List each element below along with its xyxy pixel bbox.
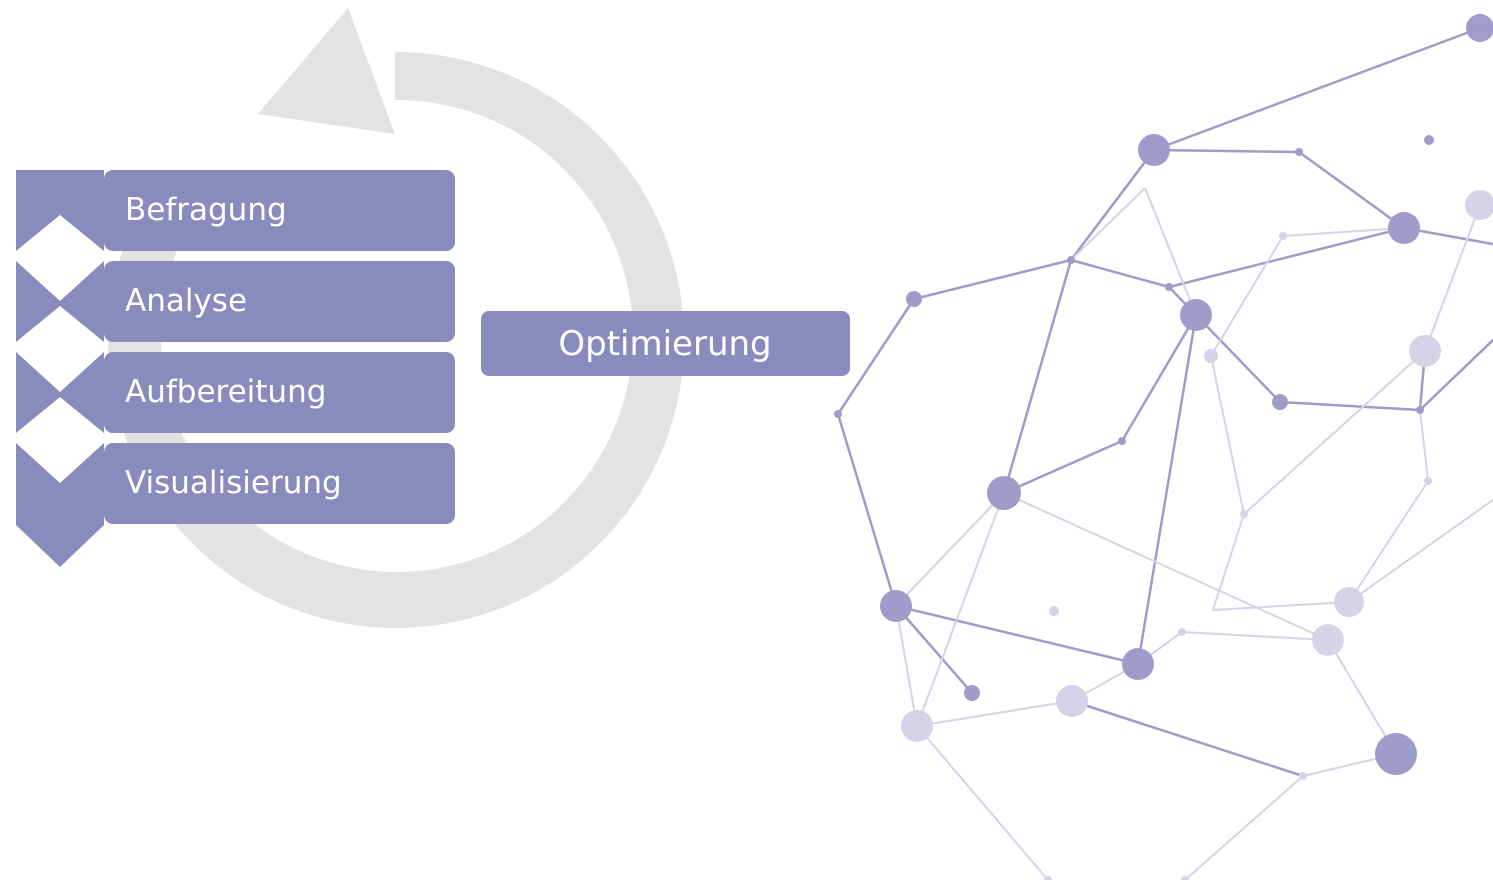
network-edge — [1419, 339, 1493, 411]
step-chevron-icon — [16, 170, 104, 251]
network-node — [1424, 135, 1434, 145]
network-edge — [895, 492, 1005, 607]
network-node — [834, 410, 842, 418]
step-label: Befragung — [125, 192, 287, 228]
network-edge — [1153, 26, 1481, 152]
network-node — [1044, 876, 1052, 880]
network-node — [1138, 134, 1170, 166]
step-box — [104, 261, 455, 342]
network-edge — [1168, 226, 1405, 289]
network-edge — [1282, 227, 1405, 237]
network-edge — [1070, 149, 1155, 261]
network-node — [1375, 733, 1417, 775]
network-node — [1272, 394, 1288, 410]
network-node — [901, 710, 933, 742]
step-chevron-icon — [16, 443, 104, 567]
network-node — [1180, 299, 1212, 331]
network-node — [1465, 190, 1493, 220]
network-edge — [1003, 492, 1329, 641]
network-edge — [1210, 235, 1284, 357]
optimierung-label: Optimierung — [558, 324, 771, 364]
optimierung-box: Optimierung — [481, 311, 850, 376]
network-edge — [1298, 150, 1405, 230]
network-edge — [1153, 148, 1300, 154]
network-edge — [916, 492, 1005, 727]
step-analyse: Analyse — [16, 261, 455, 342]
network-edge — [1144, 187, 1197, 316]
network-node — [1299, 772, 1307, 780]
step-visualisierung: Visualisierung — [16, 443, 455, 567]
network-node — [987, 476, 1021, 510]
network-edge — [1195, 314, 1281, 403]
network-node — [1279, 232, 1287, 240]
network-edge — [916, 700, 1073, 727]
network-edge — [913, 258, 1072, 301]
network-edge — [1348, 480, 1429, 603]
network-node — [1240, 510, 1248, 518]
network-node — [880, 590, 912, 622]
network-edge — [1348, 499, 1493, 603]
network-edge — [1136, 314, 1198, 665]
network-node — [1118, 437, 1126, 445]
network-node — [1049, 606, 1059, 616]
network-edge — [1184, 775, 1304, 880]
network-node — [1056, 685, 1088, 717]
step-chevron-icon — [16, 352, 104, 433]
network-nodes — [834, 14, 1493, 880]
step-label: Visualisierung — [125, 465, 342, 501]
network-edge — [1327, 639, 1397, 755]
network-node — [1388, 212, 1420, 244]
network-edge — [1070, 258, 1170, 289]
step-box — [104, 443, 455, 524]
network-edge — [1212, 601, 1350, 611]
network-edge — [1071, 699, 1304, 778]
network-edge — [836, 413, 898, 607]
network-edge — [895, 605, 973, 694]
network-edge — [1419, 409, 1429, 482]
network-edge — [895, 604, 1139, 666]
step-label: Analyse — [125, 283, 247, 319]
network-node — [1416, 406, 1424, 414]
optimierung-rect — [481, 311, 850, 376]
network-node — [1067, 256, 1075, 264]
network-node — [1466, 14, 1493, 42]
network-edge — [895, 605, 918, 727]
network-edge — [916, 725, 1049, 880]
network-edge — [1243, 350, 1426, 515]
network-edge — [1002, 259, 1073, 494]
network-node — [1181, 876, 1189, 880]
network-edge — [1181, 631, 1329, 641]
network-node — [1424, 477, 1432, 485]
network-edge — [1424, 204, 1481, 352]
network-node — [1165, 283, 1173, 291]
network-node — [1122, 648, 1154, 680]
network-node — [1312, 624, 1344, 656]
network-edge — [1210, 355, 1245, 515]
network-node — [1178, 628, 1186, 636]
step-label: Aufbereitung — [125, 374, 326, 410]
network-edge — [1212, 513, 1245, 611]
step-befragung: Befragung — [16, 170, 455, 251]
step-box — [104, 170, 455, 251]
network-edge — [836, 298, 916, 415]
network-edge — [1070, 187, 1146, 261]
network-edge — [1279, 400, 1421, 412]
cycle-arrowhead-icon — [258, 8, 395, 134]
network-edge — [1120, 314, 1198, 442]
step-aufbereitung: Aufbereitung — [16, 352, 455, 433]
step-chevron-icon — [16, 261, 104, 342]
step-box — [104, 352, 455, 433]
network-node — [1334, 587, 1364, 617]
network-node — [906, 291, 922, 307]
network-node — [1409, 335, 1441, 367]
network-node — [964, 685, 980, 701]
network-node — [1295, 148, 1303, 156]
network-node — [1204, 349, 1218, 363]
network-edge — [1003, 439, 1123, 495]
